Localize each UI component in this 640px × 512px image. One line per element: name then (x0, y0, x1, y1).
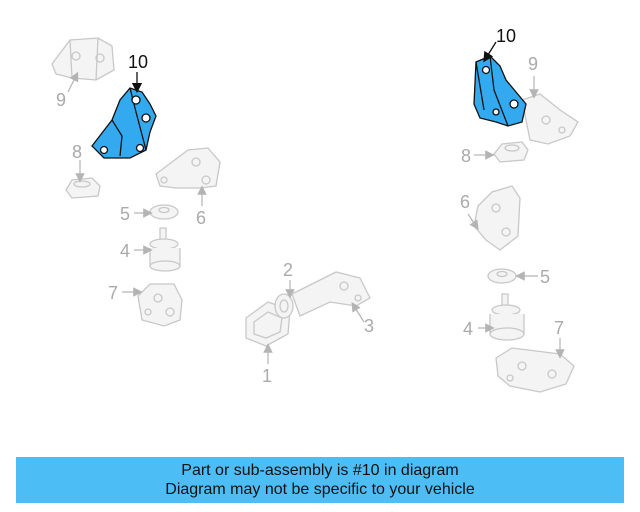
parts-diagram: 9 10 8 6 5 4 7 (51, 26, 579, 393)
center-leader-3 (351, 301, 365, 323)
center-label-1: 1 (262, 366, 272, 386)
left-label-7: 7 (108, 283, 118, 303)
left-part-10-bracket[interactable] (91, 87, 157, 159)
right-label-10: 10 (496, 26, 516, 46)
right-part-8[interactable] (493, 141, 529, 163)
right-label-9: 9 (528, 54, 538, 74)
left-part-5[interactable] (149, 204, 179, 220)
center-part-2[interactable] (274, 293, 294, 319)
left-part-9[interactable] (51, 37, 115, 81)
right-label-5: 5 (540, 267, 550, 287)
right-part-9[interactable] (521, 93, 579, 145)
right-part-5[interactable] (487, 268, 517, 284)
info-banner: Part or sub-assembly is #10 in diagram D… (16, 457, 624, 503)
left-label-9: 9 (56, 90, 66, 110)
right-part-4[interactable] (489, 293, 525, 341)
left-part-4[interactable] (149, 227, 181, 272)
left-label-4: 4 (120, 241, 130, 261)
right-part-10-bracket[interactable] (473, 55, 527, 127)
left-label-10: 10 (128, 52, 148, 72)
left-label-6: 6 (196, 208, 206, 228)
left-part-8[interactable] (65, 177, 101, 199)
left-part-7[interactable] (137, 283, 183, 327)
right-label-6: 6 (460, 192, 470, 212)
right-label-7: 7 (554, 318, 564, 338)
left-label-5: 5 (120, 204, 130, 224)
right-part-7[interactable] (495, 347, 575, 393)
center-label-3: 3 (364, 316, 374, 336)
banner-line-disclaimer: Diagram may not be specific to your vehi… (165, 481, 475, 498)
right-label-8: 8 (461, 146, 471, 166)
left-part-6[interactable] (155, 147, 221, 189)
center-label-2: 2 (283, 260, 293, 280)
right-leader-6 (467, 213, 479, 230)
left-leader-9 (67, 71, 79, 93)
right-label-4: 4 (463, 319, 473, 339)
left-label-8: 8 (72, 142, 82, 162)
banner-line-part: Part or sub-assembly is #10 in diagram (181, 462, 459, 479)
center-part-3[interactable] (291, 271, 371, 317)
right-leader-10 (483, 41, 497, 63)
right-part-6[interactable] (473, 185, 521, 251)
